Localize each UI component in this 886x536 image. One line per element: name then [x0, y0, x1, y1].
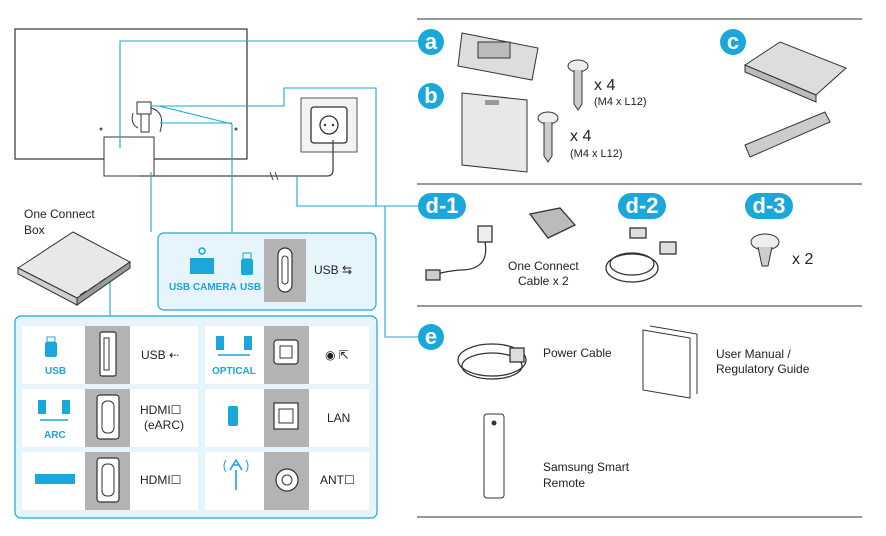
remote-icon — [483, 413, 505, 499]
usb-device-label: USB — [45, 366, 67, 377]
usb-port-label: USB ⇠ — [141, 348, 180, 362]
one-connect-cable-d2 — [528, 207, 677, 283]
usb-symbol-icon: ⇠ — [169, 348, 180, 362]
screws-a-qty: x 4 — [594, 77, 616, 94]
badge-d1: d-1 — [418, 193, 466, 219]
usb-c-label: USB ⇆ — [314, 263, 353, 277]
one-connect-box — [17, 231, 131, 306]
ant-port-label: ANT☐ — [320, 473, 355, 487]
hdmi-symbol-icon-2: ☐ — [170, 473, 182, 487]
one-connect-cable-label: One Connect — [508, 259, 579, 273]
badge-d3: d-3 — [745, 193, 793, 219]
side-port-panel — [157, 232, 377, 311]
user-manual-label: User Manual / — [716, 347, 791, 361]
user-manual-icon — [642, 325, 698, 399]
lan-port-label: LAN — [327, 411, 351, 425]
badge-b: b — [418, 83, 444, 109]
badge-d2: d-2 — [618, 193, 666, 219]
usb-c-symbol-icon: ⇆ — [342, 263, 353, 277]
usb-label-side: USB — [240, 282, 262, 293]
arc-device-label: ARC — [44, 430, 66, 441]
screw-d3-qty: x 2 — [792, 251, 814, 268]
one-connect-box-label-2: Box — [24, 223, 45, 237]
screw-d3 — [750, 233, 780, 267]
badge-a: a — [418, 29, 444, 55]
earc-label: (eARC) — [144, 418, 185, 432]
one-connect-cable-qty: Cable x 2 — [518, 274, 569, 288]
tv-back-box — [103, 101, 163, 177]
power-cable-label: Power Cable — [543, 346, 612, 360]
optical-device-label: OPTICAL — [212, 366, 256, 377]
stand-c — [743, 41, 847, 158]
screws-b-qty: x 4 — [570, 128, 592, 145]
hdmi-port-label: HDMI☐ — [140, 473, 182, 487]
section-dividers — [417, 18, 862, 518]
usb-camera-label: USB CAMERA — [169, 282, 237, 293]
screws-b — [537, 111, 559, 163]
ant-symbol-icon: ☐ — [344, 473, 355, 487]
optical-symbol-icon: ◉ ⇱ — [325, 348, 349, 362]
screws-a — [567, 59, 589, 111]
hdmi-earc-label: HDMI☐ — [140, 403, 182, 417]
stand-bracket-b — [461, 92, 528, 173]
screws-a-spec: (M4 x L12) — [594, 96, 647, 108]
one-connect-cable-d1 — [425, 225, 493, 281]
regulatory-guide-label: Regulatory Guide — [716, 362, 810, 376]
power-cable-e — [457, 343, 527, 380]
leader-lines — [109, 40, 420, 338]
hdmi-symbol-icon: ☐ — [170, 403, 182, 417]
wall-mount-adapter-a — [457, 32, 539, 81]
screws-b-spec: (M4 x L12) — [570, 148, 623, 160]
badge-c: c — [720, 29, 746, 55]
badge-e: e — [418, 324, 444, 350]
wall-socket — [140, 97, 358, 181]
one-connect-box-label: One Connect — [24, 207, 95, 221]
remote-label: Samsung Smart — [543, 460, 630, 474]
remote-label-2: Remote — [543, 476, 586, 490]
box-port-panel — [14, 315, 378, 519]
